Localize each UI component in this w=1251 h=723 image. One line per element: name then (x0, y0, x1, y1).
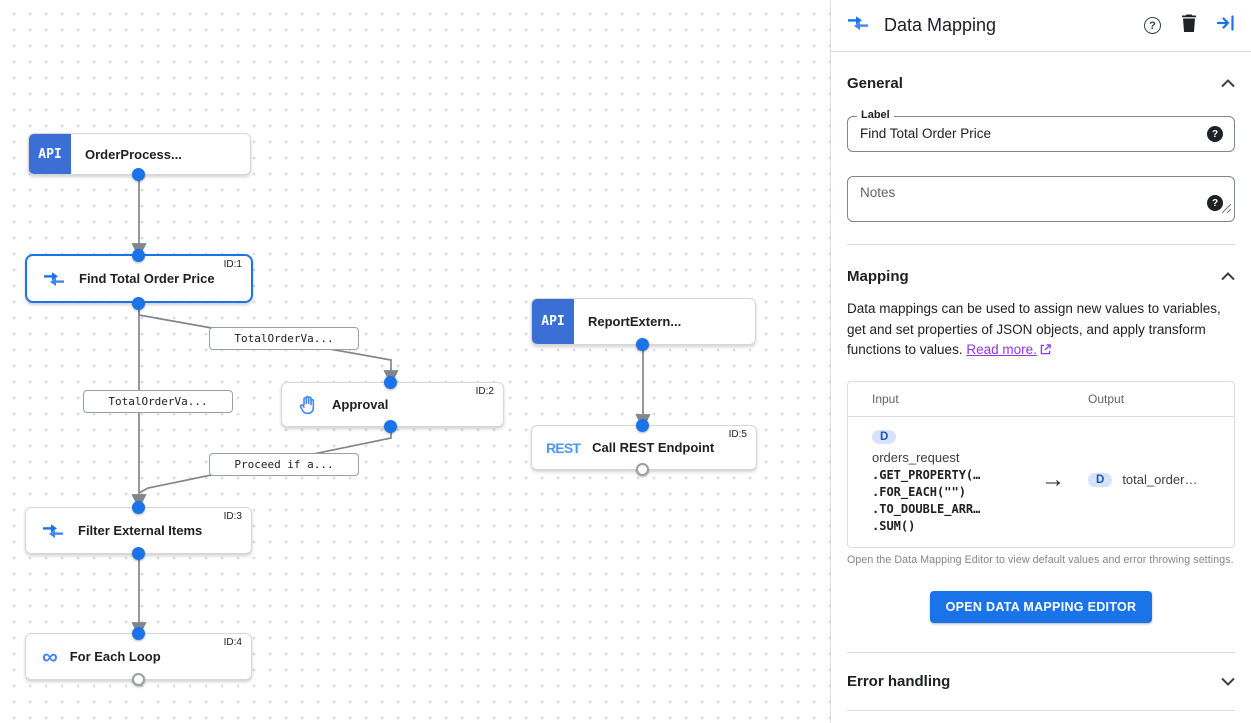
delete-icon[interactable] (1181, 14, 1197, 37)
collapse-panel-icon[interactable] (1216, 15, 1235, 36)
output-column-header: Output (1088, 391, 1125, 406)
transform-function: .FOR_EACH("") (872, 484, 966, 499)
node-call-rest-endpoint[interactable]: REST Call REST Endpoint ID:5 (531, 425, 757, 470)
connection-port[interactable] (132, 297, 145, 310)
input-variable-name: orders_request (872, 449, 960, 465)
node-label: ReportExtern... (588, 314, 682, 329)
hand-approval-icon (298, 394, 318, 416)
panel-title: Data Mapping (884, 15, 997, 35)
transform-function: .SUM() (872, 518, 916, 533)
connection-port[interactable] (384, 420, 397, 433)
edge-label-totalorderva-1[interactable]: TotalOrderVa... (209, 327, 359, 350)
connection-port[interactable] (132, 249, 145, 262)
mapping-section-header[interactable]: Mapping (847, 245, 1235, 299)
edge-connectors (131, 175, 651, 638)
node-filter-external-items[interactable]: Filter External Items ID:3 (25, 507, 252, 554)
mapping-input-cell: D orders_request .GET_PROPERTY(… .FOR_EA… (848, 427, 1018, 533)
rest-icon: REST (546, 439, 581, 456)
loop-icon: ∞ (42, 643, 58, 669)
double-type-badge: D (1088, 472, 1113, 487)
connection-port[interactable] (132, 547, 145, 560)
mapping-heading: Mapping (847, 268, 909, 285)
transform-function: .GET_PROPERTY(… (872, 467, 981, 482)
connection-port[interactable] (384, 376, 397, 389)
data-mapping-icon (43, 271, 65, 287)
connection-port[interactable] (132, 168, 145, 181)
data-mapping-icon (847, 15, 869, 36)
external-link-icon (1040, 341, 1051, 362)
workflow-canvas[interactable]: TotalOrderVa... TotalOrderVa... Proceed … (0, 0, 830, 723)
connection-port[interactable] (132, 501, 145, 514)
section-error-handling: Error handling (831, 653, 1251, 711)
label-field-label: Label (857, 109, 894, 121)
divider (847, 709, 1235, 711)
data-mapping-icon (42, 523, 64, 539)
section-mapping: Mapping Data mappings can be used to ass… (831, 245, 1251, 653)
node-label: Filter External Items (78, 523, 203, 538)
notes-input[interactable] (860, 185, 1200, 213)
node-label: Find Total Order Price (79, 271, 215, 286)
general-section-header[interactable]: General (847, 52, 1235, 106)
notes-help-icon[interactable]: ? (1207, 195, 1223, 211)
output-variable-name: total_order… (1122, 472, 1198, 488)
error-handling-section-header[interactable]: Error handling (847, 653, 1235, 710)
edge-label-proceed-if[interactable]: Proceed if a... (209, 453, 359, 476)
mapping-description-text: Data mappings can be used to assign new … (847, 301, 1221, 358)
connection-port[interactable] (636, 338, 649, 351)
edge-label-totalorderva-2[interactable]: TotalOrderVa... (83, 390, 233, 413)
notes-field[interactable]: ? (847, 176, 1235, 222)
section-general: General Label ? ? (831, 52, 1251, 245)
mapping-preview-table[interactable]: Input Output D orders_request .GET_PROPE… (847, 380, 1235, 548)
chevron-up-icon[interactable] (1221, 79, 1235, 88)
transform-function: .TO_DOUBLE_ARR… (872, 501, 981, 516)
label-input[interactable] (860, 126, 1200, 141)
node-label: Call REST Endpoint (592, 440, 715, 455)
label-field[interactable]: Label ? (847, 109, 1235, 152)
chevron-down-icon[interactable] (1221, 677, 1235, 686)
node-label: Approval (332, 397, 389, 412)
mapping-table-header: Input Output (848, 382, 1234, 417)
connection-port-open[interactable] (132, 673, 145, 686)
chevron-up-icon[interactable] (1221, 272, 1235, 281)
error-handling-heading: Error handling (847, 672, 951, 690)
api-trigger-icon: API (532, 299, 574, 344)
config-panel: Data Mapping ? General (830, 0, 1251, 723)
mapping-arrow-icon: → (1041, 465, 1065, 493)
node-report-extern-trigger[interactable]: API ReportExtern... (531, 298, 756, 345)
api-trigger-icon: API (29, 134, 71, 174)
panel-header: Data Mapping ? (831, 0, 1251, 52)
node-id-badge: ID:5 (728, 429, 747, 440)
resize-handle-icon[interactable] (1221, 200, 1232, 218)
help-icon[interactable]: ? (1144, 17, 1161, 34)
mapping-description: Data mappings can be used to assign new … (847, 299, 1235, 366)
open-data-mapping-editor-button[interactable]: OPEN DATA MAPPING EDITOR (929, 590, 1153, 623)
mapping-output-cell: D total_order… (1088, 472, 1234, 487)
connection-port-open[interactable] (636, 463, 649, 476)
general-heading: General (847, 75, 903, 92)
label-help-icon[interactable]: ? (1207, 126, 1223, 142)
read-more-link[interactable]: Read more. (966, 342, 1037, 358)
node-label: OrderProcess... (85, 146, 182, 162)
node-id-badge: ID:4 (223, 637, 242, 648)
connection-port[interactable] (132, 627, 145, 640)
node-id-badge: ID:2 (475, 386, 494, 397)
node-id-badge: ID:1 (223, 259, 242, 270)
connection-port[interactable] (636, 419, 649, 432)
node-id-badge: ID:3 (223, 511, 242, 522)
divider (847, 244, 1235, 245)
double-type-badge: D (872, 429, 897, 444)
node-label: For Each Loop (69, 649, 161, 664)
mapping-table-row: D orders_request .GET_PROPERTY(… .FOR_EA… (848, 417, 1234, 547)
divider (847, 651, 1235, 653)
mapping-table-caption: Open the Data Mapping Editor to view def… (847, 553, 1234, 566)
input-column-header: Input (872, 391, 899, 406)
